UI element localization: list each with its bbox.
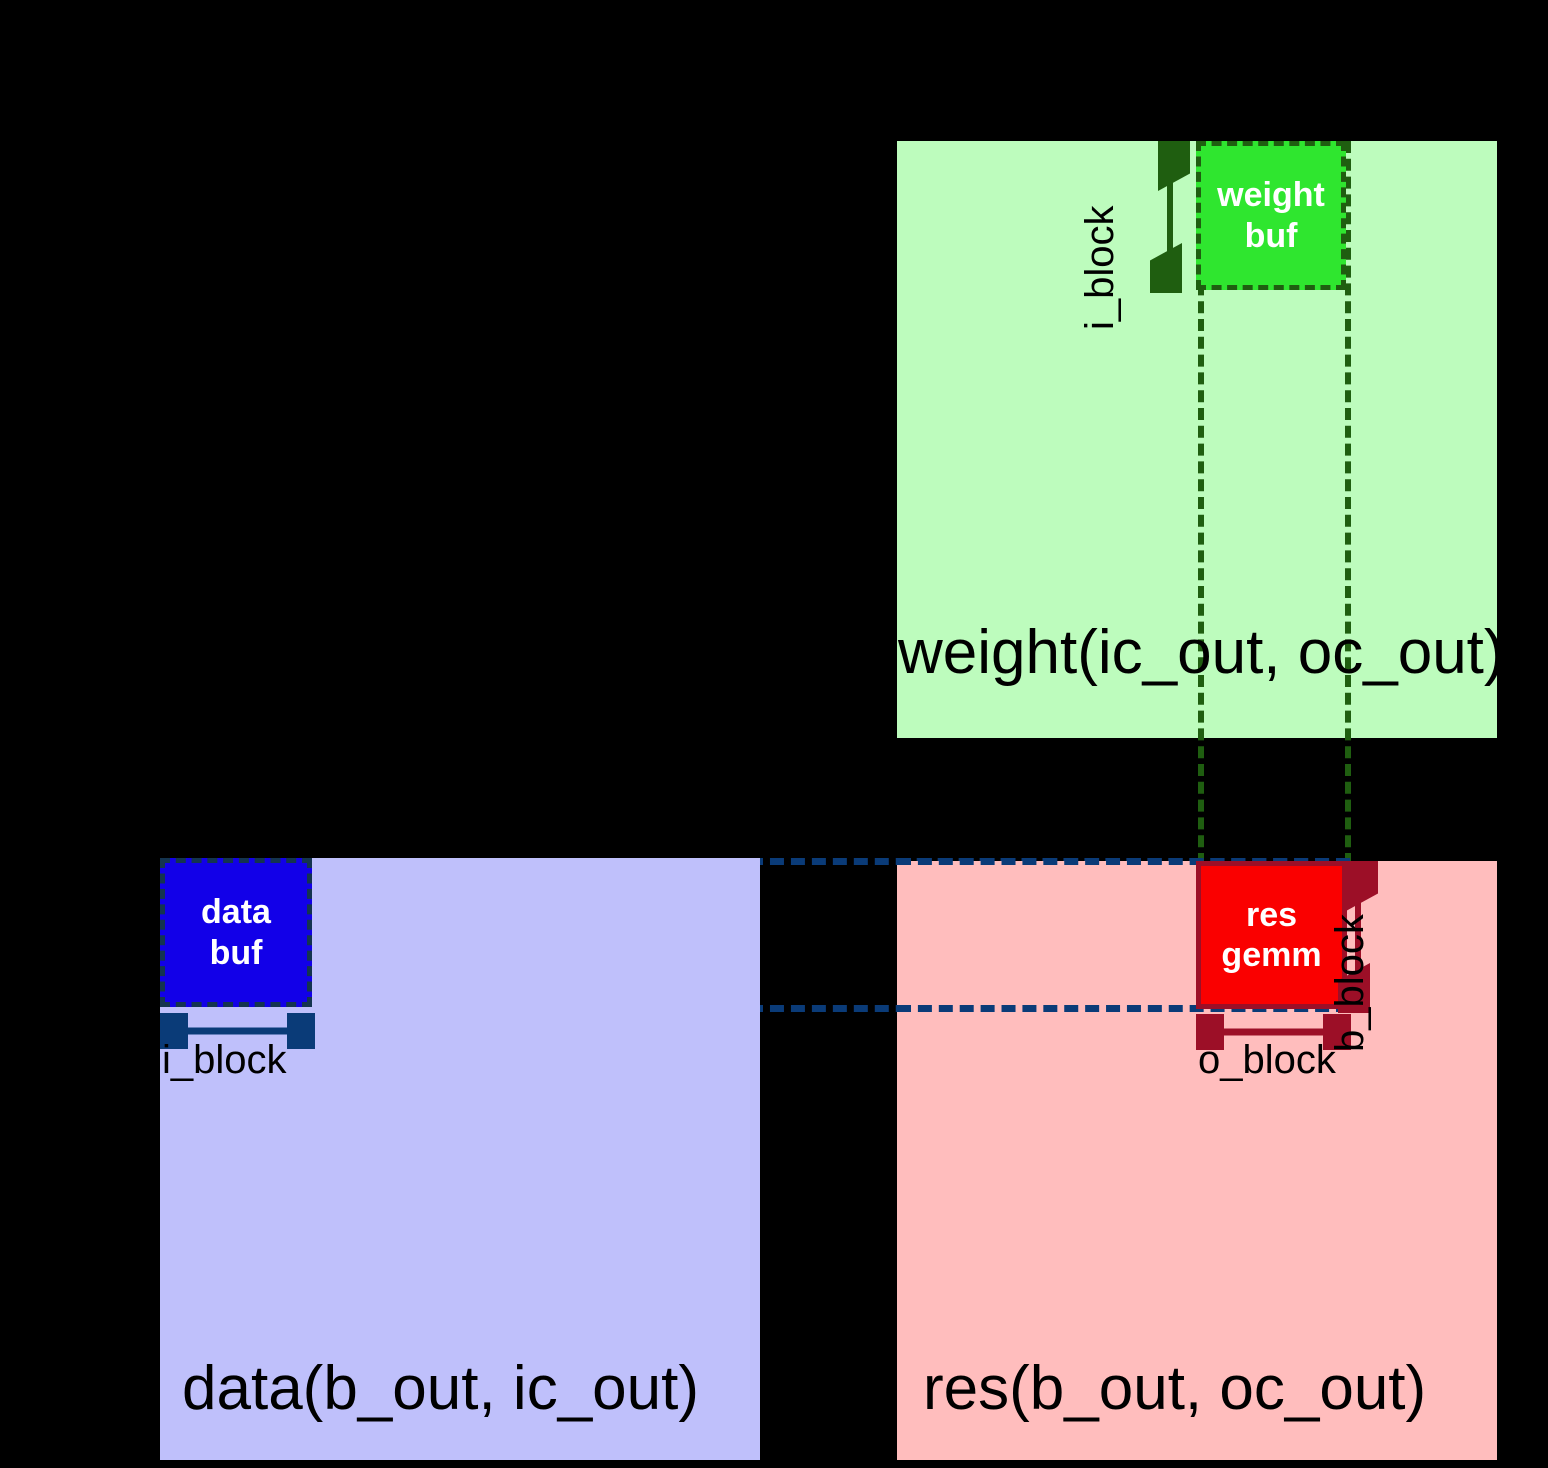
res-matrix-caption: res(b_out, oc_out) (923, 1354, 1427, 1423)
weight-matrix-caption: weight(ic_out, oc_out) (898, 618, 1505, 687)
weight-i-block-arrow (1116, 119, 1224, 315)
data-i-block-arrow (111, 989, 364, 1073)
data-buffer-label-line1: data (201, 893, 271, 932)
res-b-block-arrow (1304, 839, 1412, 1035)
weight-i-block-label: i_block (1078, 205, 1122, 330)
weight-buffer-label-line1: weight (1217, 176, 1325, 215)
res-gemm-label-line2: gemm (1221, 936, 1322, 974)
data-buffer-label-line2: buf (209, 933, 263, 972)
res-bottom-guide-overlay (897, 1005, 1350, 1012)
data-i-block-label: i_block (162, 1038, 287, 1082)
weight-to-res-right-guide (1345, 141, 1351, 865)
res-top-guide-overlay (897, 858, 1350, 865)
weight-buffer-label-line2: buf (1244, 216, 1298, 255)
res-gemm-label-line1: res (1245, 895, 1298, 934)
weight-to-res-left-guide (1198, 141, 1204, 865)
res-o-block-label: o_block (1198, 1038, 1336, 1082)
data-matrix-caption: data(b_out, ic_out) (182, 1354, 700, 1423)
res-gemm-box[interactable]: res gemm (1196, 861, 1347, 1009)
data-buffer-box[interactable]: data buf (160, 858, 312, 1007)
res-b-block-label: b_block (1328, 914, 1372, 1052)
weight-buffer-box[interactable]: weight buf (1196, 141, 1346, 290)
